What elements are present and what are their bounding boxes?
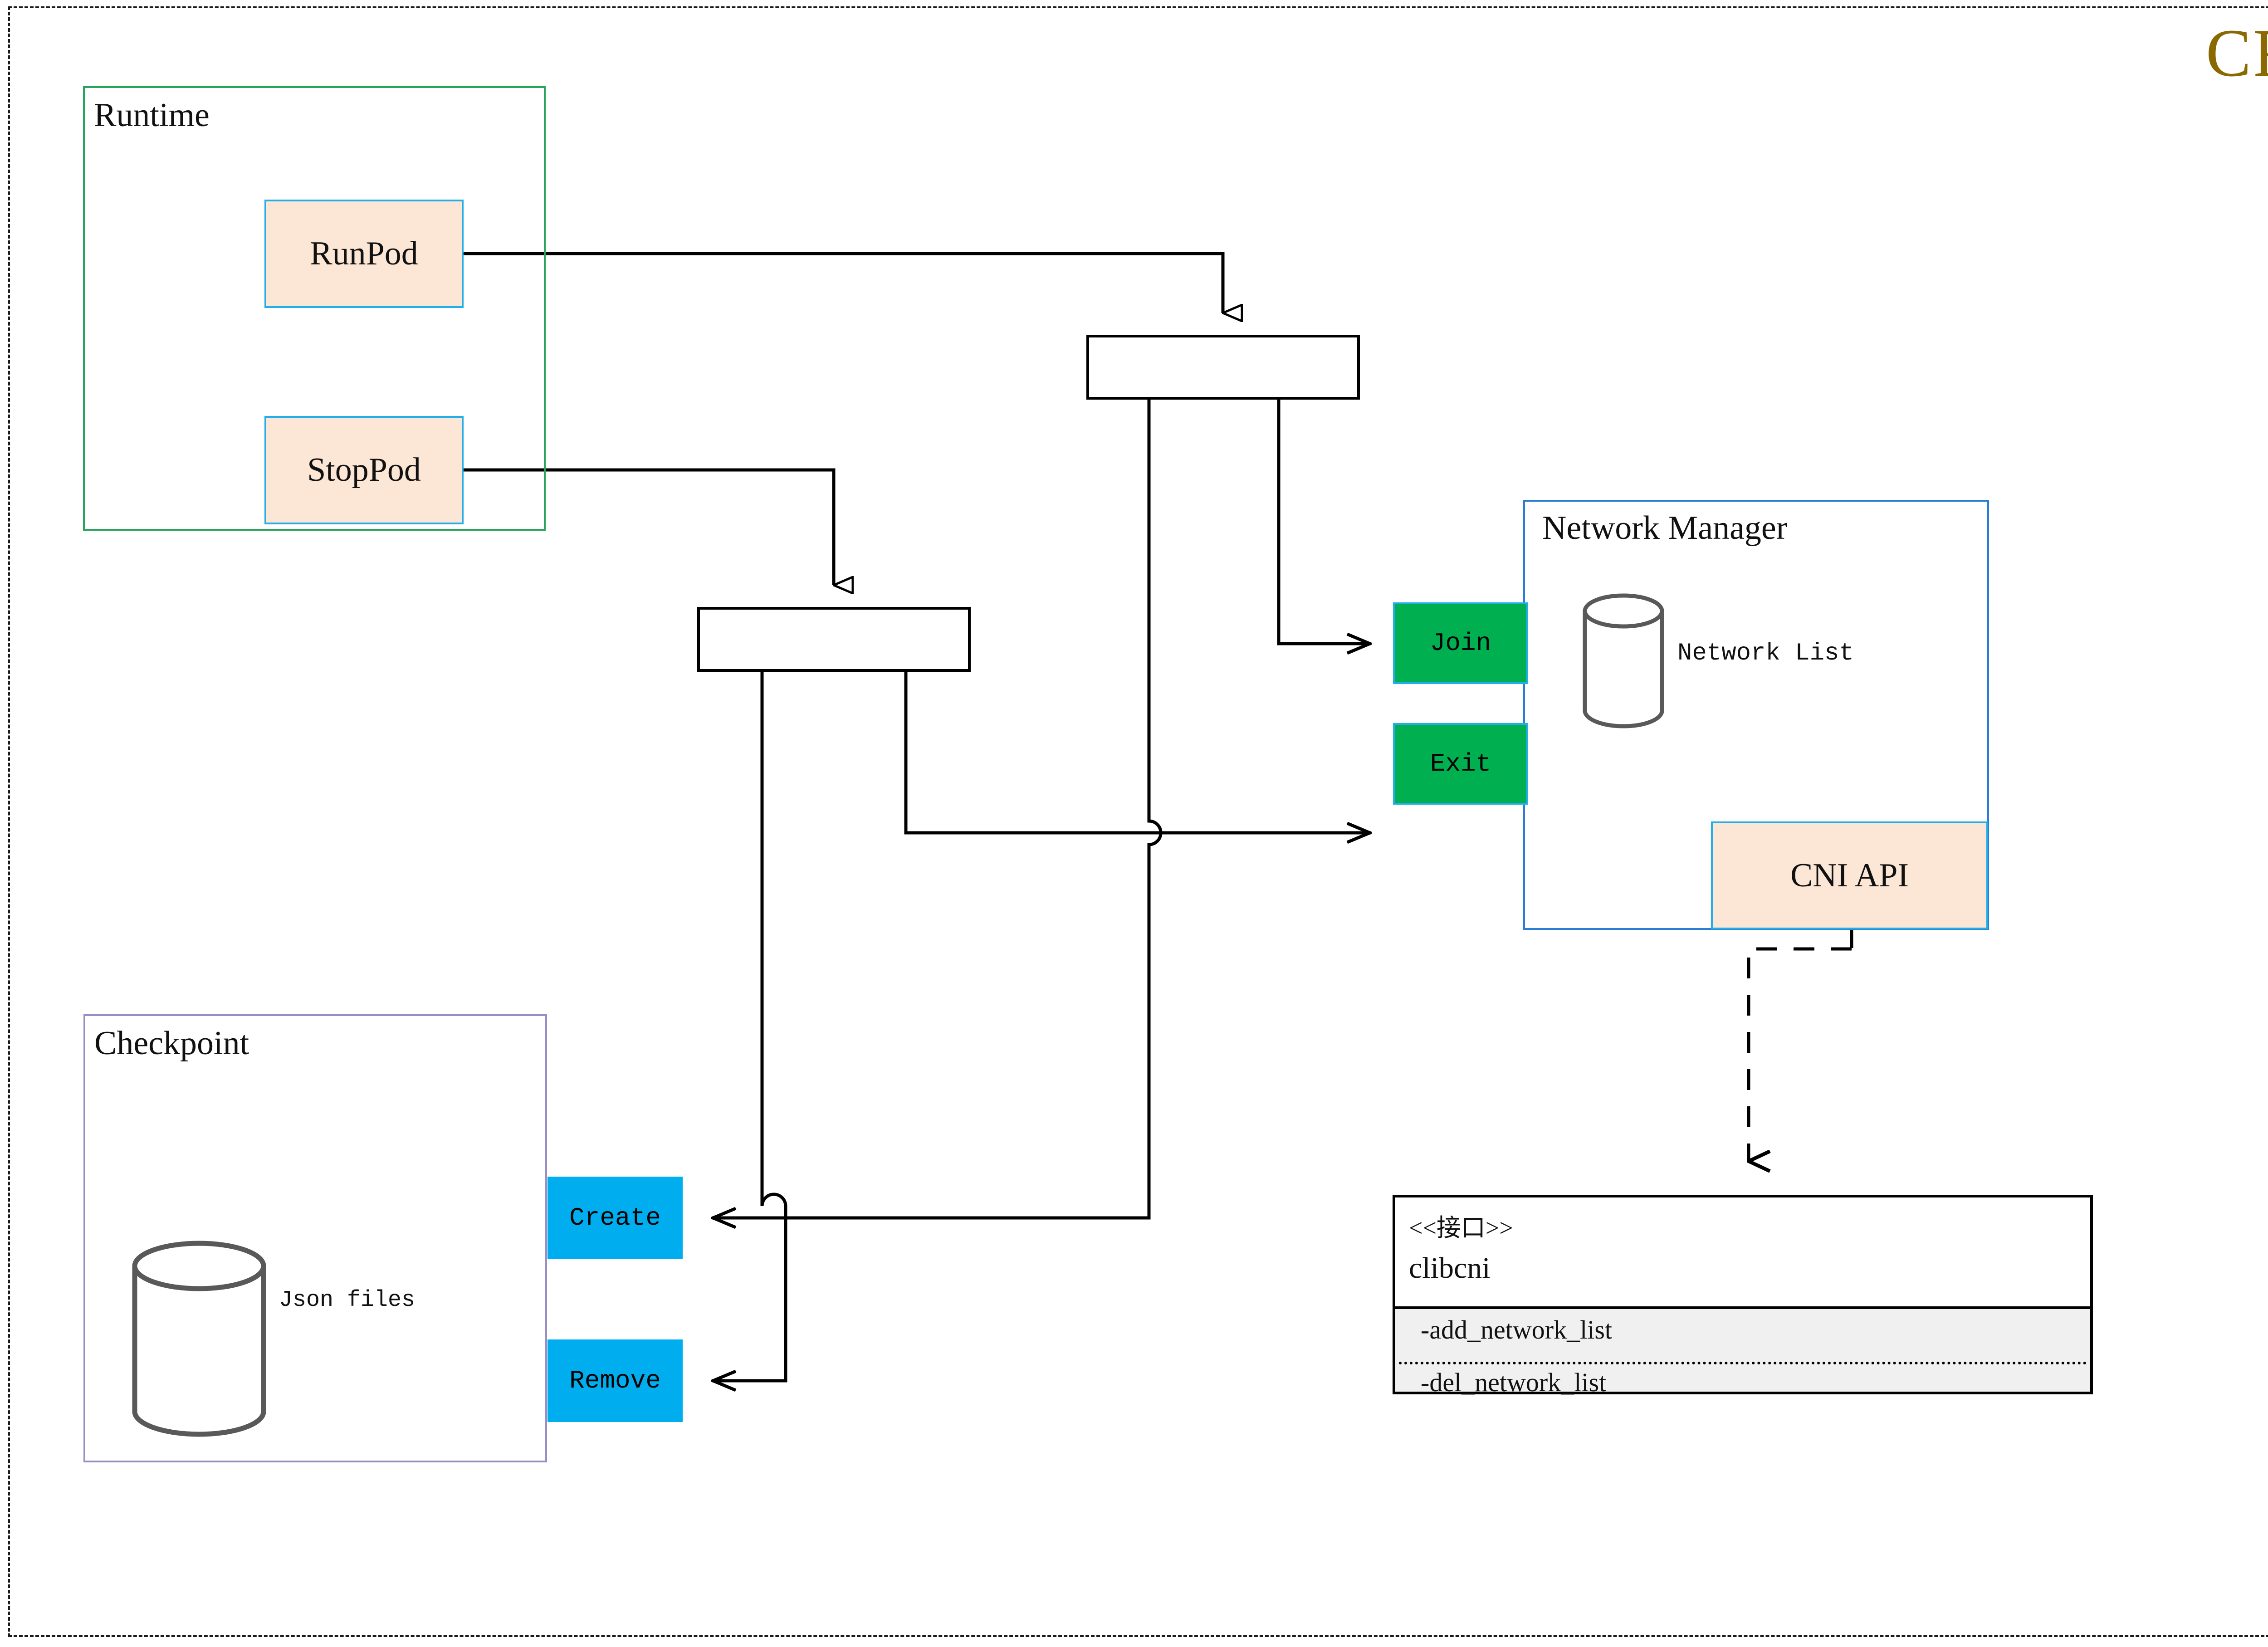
exit-label: Exit xyxy=(1430,749,1491,778)
interface-stereotype: <<接口>> xyxy=(1409,1214,1513,1241)
clibcni-header: <<接口>> clibcni xyxy=(1395,1197,2090,1309)
runpod-junction-box[interactable] xyxy=(1086,335,1360,400)
interface-method-del: -del_network_list xyxy=(1421,1368,1607,1397)
stoppod-box[interactable]: StopPod xyxy=(264,416,464,524)
method-separator xyxy=(1399,1362,2087,1364)
clibcni-methods: -add_network_list -del_network_list xyxy=(1395,1309,2090,1397)
join-operation-box[interactable]: Join xyxy=(1393,602,1528,684)
json-files-label: Json files xyxy=(279,1287,415,1313)
cni-api-label: CNI API xyxy=(1790,856,1909,894)
create-label: Create xyxy=(569,1203,661,1232)
runtime-group-label: Runtime xyxy=(94,97,210,134)
checkpoint-group-label: Checkpoint xyxy=(94,1025,249,1062)
network-manager-label: Network Manager xyxy=(1542,509,1788,547)
network-list-database-icon xyxy=(1583,593,1664,728)
clibcni-interface-box[interactable]: <<接口>> clibcni -add_network_list -del_ne… xyxy=(1393,1195,2093,1397)
runtime-group xyxy=(83,86,546,531)
network-list-label: Network List xyxy=(1677,640,1854,667)
runpod-label: RunPod xyxy=(310,235,418,272)
remove-operation-box[interactable]: Remove xyxy=(547,1339,683,1422)
stoppod-junction-box[interactable] xyxy=(697,607,971,672)
exit-operation-box[interactable]: Exit xyxy=(1393,723,1528,805)
diagram-title: CRI xyxy=(2205,15,2268,91)
runpod-box[interactable]: RunPod xyxy=(264,200,464,308)
outer-dashed-frame xyxy=(8,6,2268,1637)
json-files-database-icon xyxy=(132,1241,266,1437)
checkpoint-group xyxy=(83,1014,547,1462)
interface-method-add: -add_network_list xyxy=(1421,1315,1613,1344)
join-label: Join xyxy=(1430,629,1491,658)
stoppod-label: StopPod xyxy=(307,451,421,489)
cni-api-box[interactable]: CNI API xyxy=(1711,821,1988,929)
interface-name: clibcni xyxy=(1409,1251,1491,1285)
remove-label: Remove xyxy=(569,1366,661,1395)
create-operation-box[interactable]: Create xyxy=(547,1177,683,1259)
